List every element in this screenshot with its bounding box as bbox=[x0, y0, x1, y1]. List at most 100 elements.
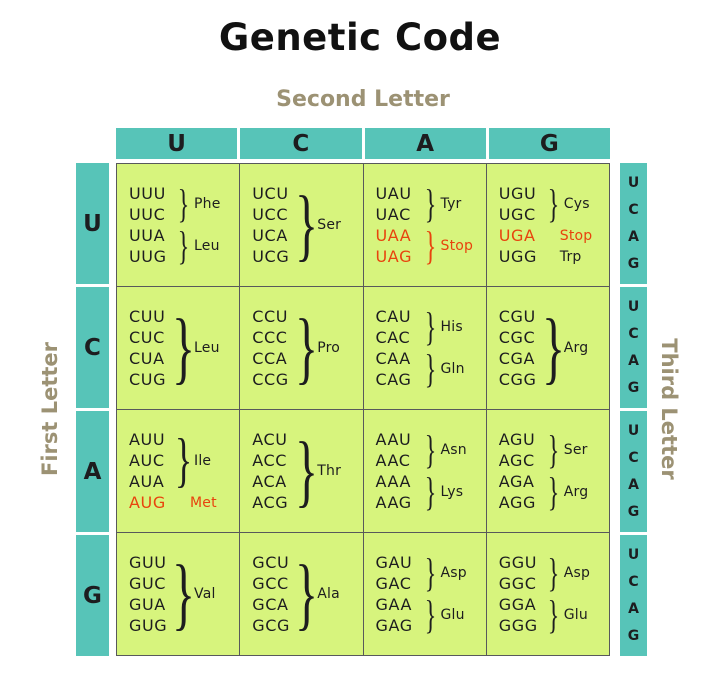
third-letter-u: U bbox=[627, 422, 640, 439]
codon-auu: AUU bbox=[129, 430, 166, 449]
brace-icon: } bbox=[424, 223, 436, 268]
codon-cgc: CGC bbox=[498, 328, 536, 347]
codon-list: UAU UAC bbox=[376, 183, 423, 225]
codon-agc: AGC bbox=[498, 451, 535, 470]
codon-cuu: CUU bbox=[129, 307, 166, 326]
third-letter-c: C bbox=[628, 449, 639, 466]
brace-icon: } bbox=[177, 181, 190, 226]
page-title: Genetic Code bbox=[218, 16, 502, 59]
third-letter-u: U bbox=[627, 298, 640, 315]
third-letter-c: C bbox=[628, 201, 639, 218]
first-letter-header-a: A bbox=[76, 411, 109, 532]
third-letter-u: U bbox=[627, 546, 640, 563]
codon-auc: AUC bbox=[129, 451, 165, 470]
codon-gcu: GCU bbox=[252, 553, 290, 572]
brace-icon: } bbox=[547, 592, 560, 637]
brace-icon: } bbox=[541, 304, 565, 392]
codon-gga: GGA bbox=[498, 595, 537, 614]
codon-cuc: CUC bbox=[129, 328, 165, 347]
codon-ggg: GGG bbox=[498, 616, 538, 635]
codon-gcg: GCG bbox=[252, 616, 291, 635]
codon-aug: AUG bbox=[129, 493, 166, 512]
codon-gau: GAU bbox=[375, 553, 413, 572]
codon-ccu: CCU bbox=[252, 307, 289, 326]
amino-acid-leu: Leu bbox=[194, 340, 220, 356]
second-letter-header-row: U C A G bbox=[116, 128, 610, 159]
codon-list: GGA GGG bbox=[499, 594, 546, 636]
first-letter-header-g: G bbox=[76, 535, 109, 656]
codon-uau: UAU bbox=[375, 184, 412, 203]
third-letter-a: A bbox=[628, 600, 639, 617]
amino-acid-tyr: Tyr bbox=[440, 196, 462, 212]
codon-gcc: GCC bbox=[252, 574, 289, 593]
brace-icon: } bbox=[547, 469, 560, 514]
amino-acid-arg: Arg bbox=[563, 484, 589, 500]
first-letter-header-col: U C A G bbox=[76, 163, 109, 656]
amino-acid-ala: Ala bbox=[317, 586, 340, 602]
brace-icon: } bbox=[424, 550, 436, 595]
amino-acid-glu: Glu bbox=[440, 607, 465, 623]
third-letter-a: A bbox=[628, 228, 639, 245]
codon-ugc: UGC bbox=[498, 205, 536, 224]
codon-gag: GAG bbox=[375, 616, 413, 635]
codon-gaa: GAA bbox=[375, 595, 413, 614]
second-letter-header-a: A bbox=[364, 128, 486, 159]
codon-uac: UAC bbox=[375, 205, 411, 224]
third-letter-g: G bbox=[627, 503, 640, 520]
first-letter-header-c: C bbox=[76, 287, 109, 408]
first-letter-header-u: U bbox=[76, 163, 109, 284]
codon-guu: GUU bbox=[129, 553, 167, 572]
third-letter-g: G bbox=[627, 379, 640, 396]
codon-list: AUG bbox=[129, 492, 176, 513]
second-letter-label: Second Letter bbox=[276, 87, 450, 112]
codon-uca: UCA bbox=[252, 226, 288, 245]
second-letter-header-u: U bbox=[116, 128, 238, 159]
codon-list: AGU AGC bbox=[499, 429, 546, 471]
third-letter-g: G bbox=[627, 627, 640, 644]
codon-gac: GAC bbox=[375, 574, 412, 593]
codon-aua: AUA bbox=[129, 472, 165, 491]
brace-icon: } bbox=[424, 592, 436, 637]
amino-acid-stop: Stop bbox=[440, 238, 474, 254]
codon-acg: ACG bbox=[252, 493, 289, 512]
brace-icon: } bbox=[424, 427, 436, 472]
third-letter-a: A bbox=[628, 352, 639, 369]
codon-agu: AGU bbox=[498, 430, 536, 449]
amino-acid-leu: Leu bbox=[194, 238, 220, 254]
codon-acc: ACC bbox=[252, 451, 288, 470]
brace-icon: } bbox=[295, 427, 319, 515]
third-letter-label: Third Letter bbox=[657, 338, 681, 480]
codon-cca: CCA bbox=[252, 349, 288, 368]
